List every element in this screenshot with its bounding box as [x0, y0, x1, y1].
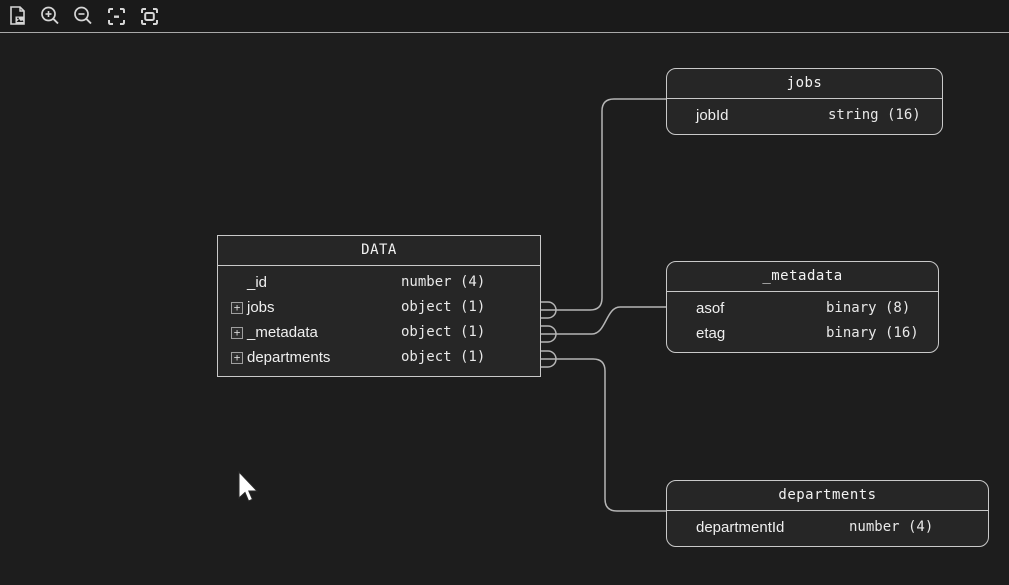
entity-jobs[interactable]: jobs jobId string (16) [666, 68, 943, 135]
field-name: jobs [247, 299, 275, 316]
field-type: binary (16) [826, 325, 919, 341]
entity-departments[interactable]: departments departmentId number (4) [666, 480, 989, 547]
zoom-to-fit-icon [106, 6, 127, 27]
zoom-out-button[interactable] [70, 3, 96, 29]
expand-plus-icon[interactable]: + [231, 352, 243, 364]
zoom-to-fit-button[interactable] [103, 3, 129, 29]
entity-fields: departmentId number (4) [667, 511, 988, 546]
field-type: object (1) [401, 349, 486, 365]
entity-title: jobs [667, 69, 942, 99]
entity-DATA[interactable]: DATA _id number (4) + jobs object (1) + _metad… [217, 235, 541, 377]
field-name: asof [696, 300, 725, 317]
field-row[interactable]: etag binary (16) [667, 321, 938, 346]
entity-fields: jobId string (16) [667, 99, 942, 134]
toolbar [0, 0, 1009, 33]
field-type: binary (8) [826, 300, 911, 316]
field-type: number (4) [849, 519, 934, 535]
field-row[interactable]: departmentId number (4) [667, 515, 988, 540]
export-image-button[interactable] [4, 3, 30, 29]
expand-plus-icon[interactable]: + [231, 327, 243, 339]
field-name: etag [696, 325, 726, 342]
entity-_metadata[interactable]: _metadata asof binary (8) etag binary (16) [666, 261, 939, 353]
fit-to-window-button[interactable] [136, 3, 162, 29]
field-row[interactable]: + departments object (1) [218, 345, 540, 370]
field-row[interactable]: asof binary (8) [667, 296, 938, 321]
entity-title: departments [667, 481, 988, 511]
field-name: departments [247, 349, 331, 366]
field-type: number (4) [401, 274, 486, 290]
field-row[interactable]: + _metadata object (1) [218, 320, 540, 345]
expand-plus-icon[interactable]: + [231, 302, 243, 314]
entity-title: _metadata [667, 262, 938, 292]
field-row[interactable]: _id number (4) [218, 270, 540, 295]
export-image-icon [7, 5, 28, 27]
zoom-out-icon [72, 5, 94, 27]
field-name: jobId [696, 107, 729, 124]
fit-to-window-icon [139, 6, 160, 27]
field-row[interactable]: jobId string (16) [667, 103, 942, 128]
entity-title: DATA [218, 236, 540, 266]
field-name: _id [247, 274, 268, 291]
field-name: _metadata [247, 324, 318, 341]
entity-fields: asof binary (8) etag binary (16) [667, 292, 938, 352]
field-row[interactable]: + jobs object (1) [218, 295, 540, 320]
zoom-in-button[interactable] [37, 3, 63, 29]
field-name: departmentId [696, 519, 785, 536]
field-type: string (16) [828, 107, 921, 123]
zoom-in-icon [39, 5, 61, 27]
field-type: object (1) [401, 299, 486, 315]
field-type: object (1) [401, 324, 486, 340]
